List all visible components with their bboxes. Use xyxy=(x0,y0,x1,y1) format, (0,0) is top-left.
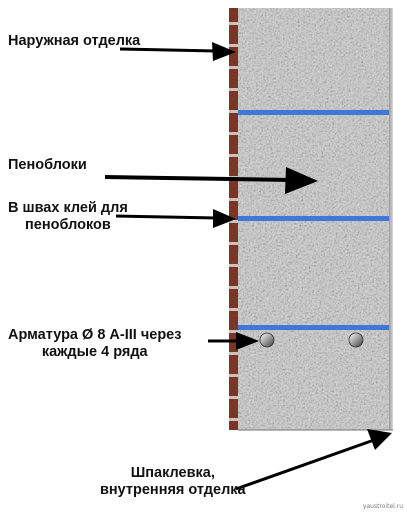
foam-block-row-4 xyxy=(238,330,389,430)
foam-block-row-2 xyxy=(238,115,389,216)
label-glue-line-2: пеноблоков xyxy=(25,217,111,233)
mortar-joint xyxy=(229,132,238,135)
mortar-joint xyxy=(229,88,238,91)
rebar-1 xyxy=(259,332,275,348)
mortar-joint xyxy=(229,286,238,289)
mortar-joint xyxy=(229,352,238,355)
glue-seam-1 xyxy=(238,110,389,115)
mortar-joint xyxy=(229,374,238,377)
mortar-joints xyxy=(229,22,238,421)
mortar-joint xyxy=(229,110,238,113)
rebars xyxy=(259,332,364,348)
label-rebar-line-2: каждые 4 ряда xyxy=(41,344,148,360)
glue-seams xyxy=(238,110,389,330)
rebar-2 xyxy=(348,332,364,348)
watermark: yaustroitel.ru xyxy=(362,503,403,510)
foam-block-layer xyxy=(238,8,389,430)
glue-seam-3 xyxy=(238,325,389,330)
mortar-joint xyxy=(229,396,238,399)
callout-arrows xyxy=(104,42,392,491)
mortar-joint xyxy=(229,44,238,47)
mortar-joint xyxy=(229,22,238,25)
mortar-joint xyxy=(229,154,238,157)
label-outer-finish-text: Наружная отделка xyxy=(8,33,141,49)
arrow-rebar xyxy=(208,332,259,350)
label-glue-line-1: В швах клей для xyxy=(8,200,128,216)
glue-seam-2 xyxy=(238,216,389,221)
label-rebar-line-1: Арматура Ø 8 А-III через xyxy=(8,327,182,343)
mortar-joint xyxy=(229,330,238,333)
foam-block-row-3 xyxy=(238,221,389,325)
label-inner-line-1: Шпаклевка, xyxy=(130,465,215,481)
label-rebar: Арматура Ø 8 А-III через каждые 4 ряда xyxy=(8,327,181,361)
foam-block-row-1 xyxy=(238,8,389,110)
label-glue-seams: В швах клей для пеноблоков xyxy=(8,200,128,234)
label-foam-blocks: Пеноблоки xyxy=(8,157,87,174)
inner-plaster xyxy=(238,8,393,431)
mortar-joint xyxy=(229,418,238,421)
mortar-joint xyxy=(229,308,238,311)
mortar-joint xyxy=(229,242,238,245)
label-foam-blocks-text: Пеноблоки xyxy=(8,157,87,173)
arrow-glue xyxy=(115,209,236,228)
mortar-joint xyxy=(229,66,238,69)
arrow-outer-finish xyxy=(119,42,236,61)
label-inner-finish: Шпаклевка, внутренняя отделка xyxy=(100,465,246,499)
label-outer-finish: Наружная отделка xyxy=(8,33,140,50)
mortar-joint xyxy=(229,220,238,223)
label-inner-line-2: внутренняя отделка xyxy=(100,482,246,498)
arrow-foam-blocks xyxy=(104,167,318,194)
arrow-inner-finish xyxy=(235,429,392,491)
mortar-joint xyxy=(229,264,238,267)
mortar-joint xyxy=(229,198,238,201)
